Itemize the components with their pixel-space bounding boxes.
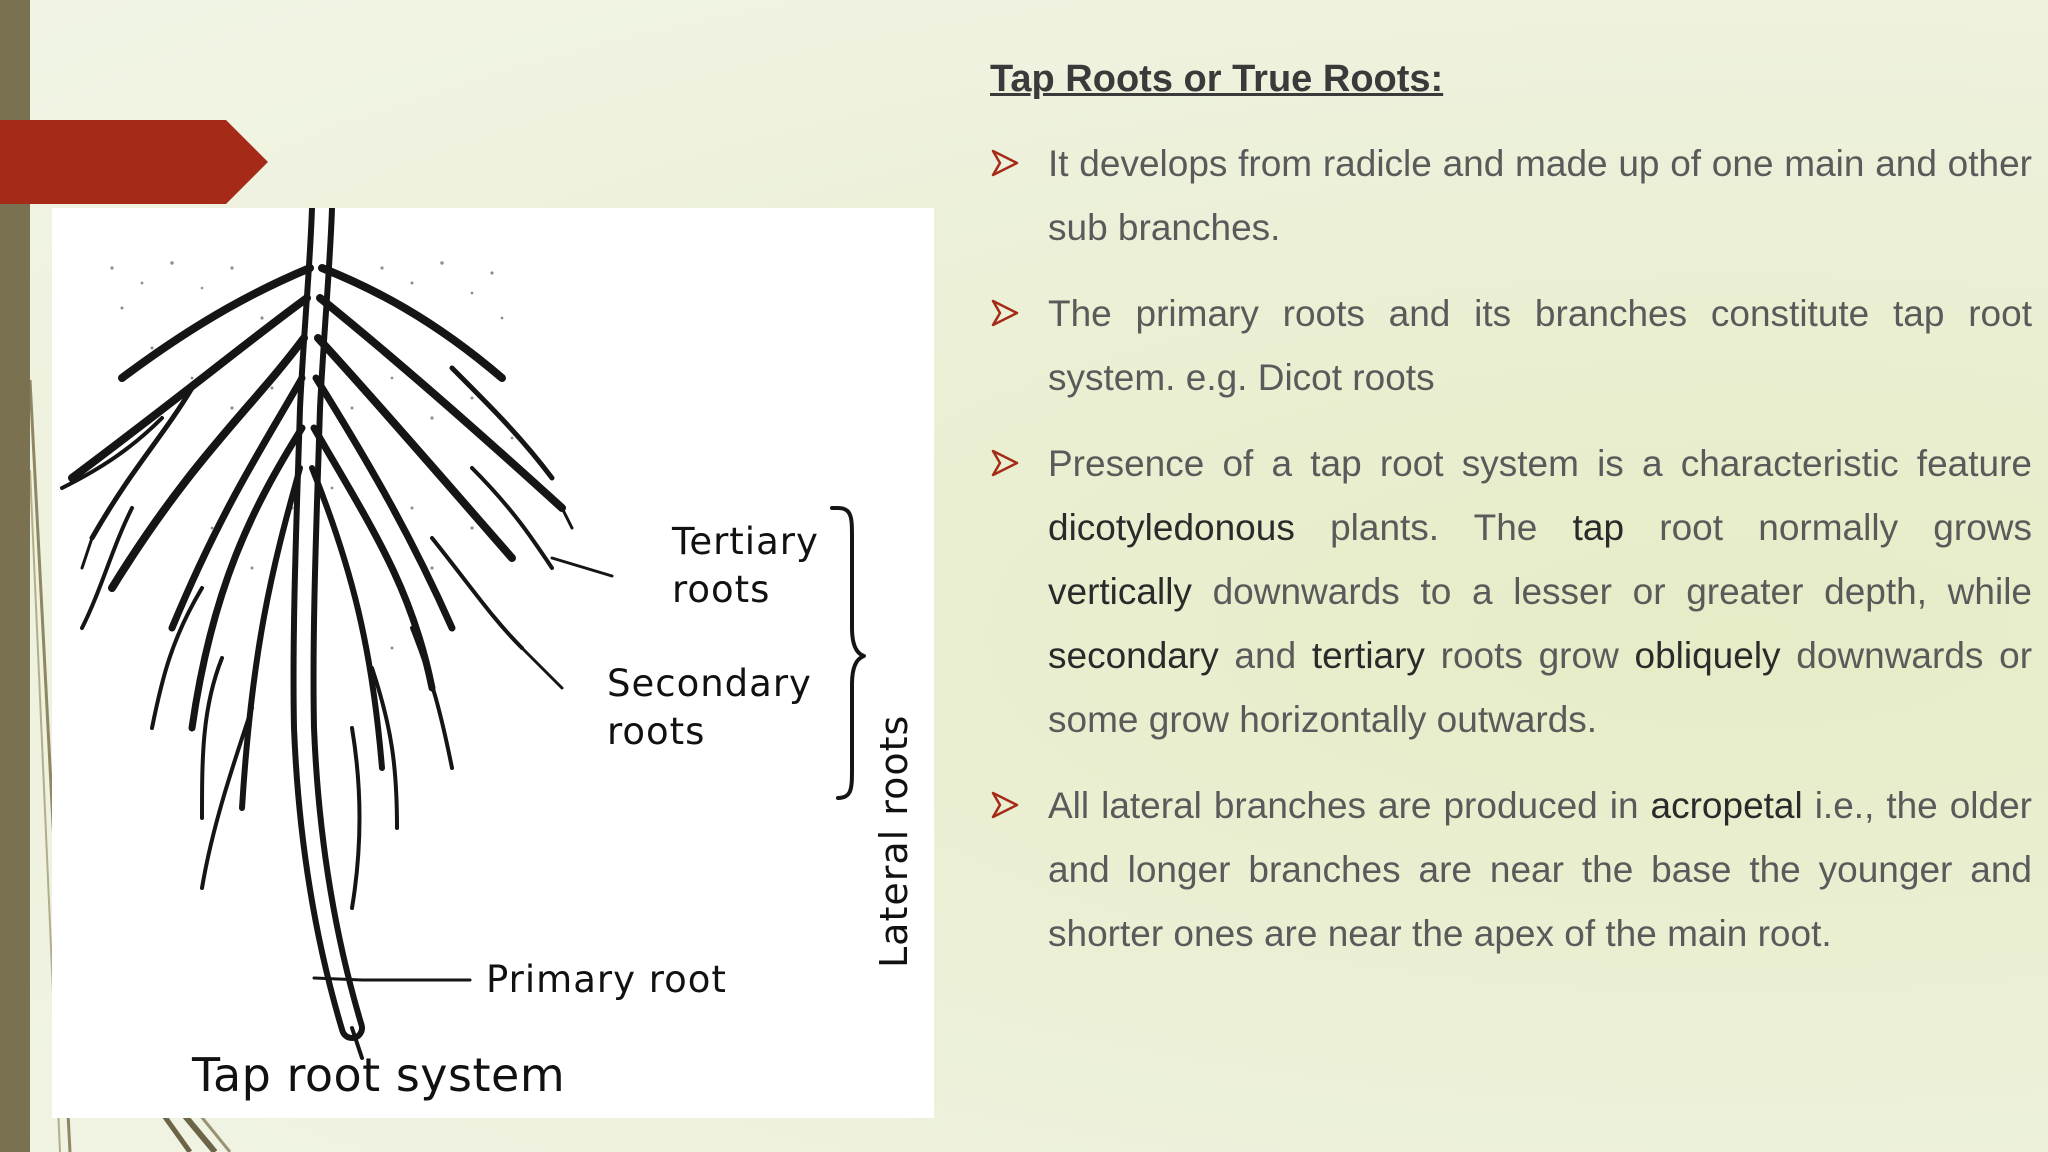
bullet-text: roots grow: [1424, 635, 1635, 676]
bullet-text: Presence of a tap root system is a chara…: [1048, 443, 2032, 484]
arrowhead-bullet-icon: [991, 299, 1019, 327]
bullet-text: i.e., the older and longer branches are …: [1048, 785, 2033, 954]
tap-root-figure: Tertiary roots Secondary roots Primary r…: [52, 208, 934, 1118]
emphasis-term: vertically: [1048, 571, 1192, 612]
tertiary-roots-label: Tertiary roots: [672, 520, 819, 611]
bullet-text: The primary roots and its branches const…: [1048, 293, 2032, 398]
bullet-text: root normally grows: [1624, 507, 2032, 548]
emphasis-term: tertiary: [1311, 635, 1425, 676]
primary-root-label: Primary root: [486, 958, 727, 1001]
secondary-roots-label: Secondary roots: [607, 662, 812, 753]
bullet-item: All lateral branches are produced in acr…: [990, 774, 2032, 966]
root-illustration: [60, 208, 866, 1060]
slide-content: Tap Roots or True Roots: It develops fro…: [990, 52, 2032, 988]
slide-heading: Tap Roots or True Roots:: [990, 58, 1444, 100]
arrowhead-bullet-icon: [991, 149, 1019, 177]
bullet-text: downwards to a lesser or greater depth, …: [1191, 571, 2032, 612]
emphasis-term: obliquely: [1634, 635, 1781, 676]
lateral-roots-label: Lateral roots: [872, 714, 916, 968]
bullet-list: It develops from radicle and made up of …: [990, 132, 2032, 966]
bullet-item: It develops from radicle and made up of …: [990, 132, 2032, 260]
emphasis-term: acropetal: [1650, 785, 1803, 826]
emphasis-term: dicotyledonous: [1048, 507, 1295, 548]
bullet-item: The primary roots and its branches const…: [990, 282, 2032, 410]
bullet-text: All lateral branches are produced in: [1048, 785, 1651, 826]
bullet-text: It develops from radicle and made up of …: [1048, 143, 2032, 248]
bullet-text: plants. The: [1294, 507, 1573, 548]
bullet-text: downwards or some grow horizontally outw…: [1048, 635, 2033, 740]
bullet-text: and: [1218, 635, 1312, 676]
emphasis-term: tap: [1572, 507, 1625, 548]
figure-caption: Tap root system: [192, 1048, 566, 1102]
bullet-item: Presence of a tap root system is a chara…: [990, 432, 2032, 752]
arrowhead-bullet-icon: [991, 791, 1019, 819]
emphasis-term: secondary: [1048, 635, 1219, 676]
red-arrow-tab: [0, 120, 268, 204]
arrowhead-bullet-icon: [991, 449, 1019, 477]
